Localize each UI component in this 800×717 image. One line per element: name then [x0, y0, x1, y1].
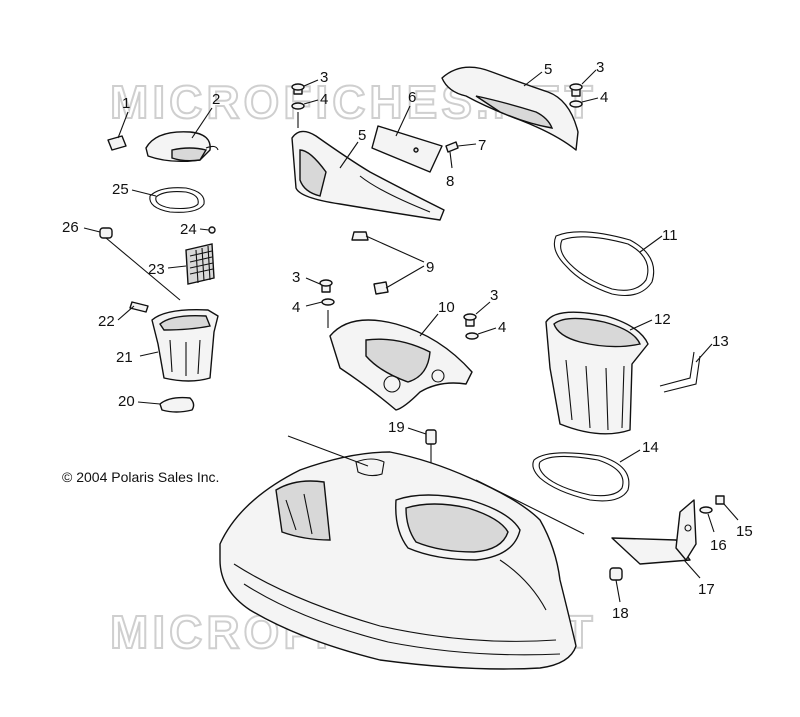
fastener-3-4-upper-right: [569, 69, 599, 108]
callout-14: 14: [642, 439, 659, 456]
callout-3c: 3: [292, 269, 300, 286]
callout-3b: 3: [596, 59, 604, 76]
part-10-dash-panel: [329, 313, 473, 411]
fastener-3-4-mid-left: [305, 277, 335, 328]
part-6-decal: [371, 105, 443, 173]
part-21-storage-bin: [139, 309, 219, 382]
fastener-3-4-upper-left: [291, 79, 319, 128]
callout-22: 22: [98, 313, 115, 330]
callout-19: 19: [388, 419, 405, 436]
part-25-gasket: [131, 187, 205, 213]
callout-9: 9: [426, 259, 434, 276]
part-26-plug: [83, 227, 181, 301]
callout-10: 10: [438, 299, 455, 316]
part-23-screen: [167, 243, 215, 285]
callout-4c: 4: [292, 299, 300, 316]
part-12-storage-bucket: [545, 311, 653, 435]
callout-13: 13: [712, 333, 729, 350]
part-19-post: [407, 427, 437, 520]
callout-4a: 4: [320, 91, 328, 108]
callout-26: 26: [62, 219, 79, 236]
part-22-fitting: [117, 301, 149, 321]
part-5-left-cover: [291, 130, 445, 221]
part-24-screw: [199, 226, 216, 234]
callout-3d: 3: [490, 287, 498, 304]
part-14-gasket: [532, 449, 641, 502]
part-9-clips: [351, 231, 425, 295]
callout-11: 11: [662, 227, 678, 244]
part-2-cover: [145, 107, 219, 163]
callout-5a: 5: [544, 61, 552, 78]
callout-25: 25: [112, 181, 129, 198]
callout-15: 15: [736, 523, 753, 540]
callout-2: 2: [212, 91, 220, 108]
part-11-gasket: [553, 231, 663, 297]
part-17-rear-bracket: [611, 499, 701, 579]
callout-5b: 5: [358, 127, 366, 144]
callout-18: 18: [612, 605, 629, 622]
callout-4d: 4: [498, 319, 506, 336]
callout-20: 20: [118, 393, 135, 410]
callout-21: 21: [116, 349, 133, 366]
part-7-8-bolt: [445, 141, 477, 169]
callout-23: 23: [148, 261, 165, 278]
part-20-gasket: [137, 396, 195, 413]
callout-8: 8: [446, 173, 454, 190]
hull-body: [219, 435, 585, 670]
callout-16: 16: [710, 537, 727, 554]
callout-24: 24: [180, 221, 197, 238]
callout-6: 6: [408, 89, 416, 106]
copyright-notice: © 2004 Polaris Sales Inc.: [62, 469, 219, 485]
callout-7: 7: [478, 137, 486, 154]
callout-1: 1: [122, 95, 130, 112]
part-15-16-fasteners: [699, 495, 739, 533]
callout-4b: 4: [600, 89, 608, 106]
callout-3a: 3: [320, 69, 328, 86]
part-1-clip: [107, 111, 129, 151]
part-5-right-cover: [441, 66, 579, 151]
part-18-plug: [609, 567, 623, 603]
callout-12: 12: [654, 311, 671, 328]
callout-17: 17: [698, 581, 715, 598]
part-13-strap: [659, 343, 713, 393]
fastener-3-4-mid-right: [463, 301, 497, 340]
